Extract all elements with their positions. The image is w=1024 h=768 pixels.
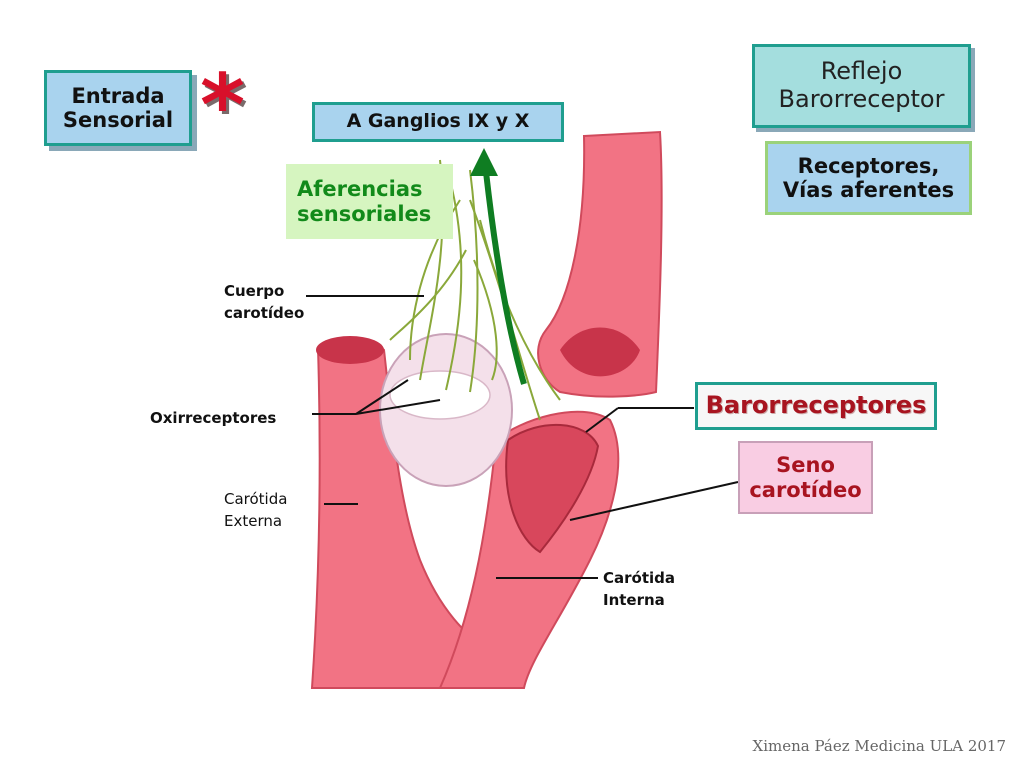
afferent-arrow [483,171,527,385]
leader-lines [306,295,739,579]
asterisk-mark: * [200,56,245,156]
afferent-arrow-head [470,148,498,176]
label-carotida-externa: Carótida Externa [224,488,287,532]
upper-artery-lumen [560,327,640,377]
seno-carotideo-box: Seno carotídeo [738,441,873,514]
entrada-line-1: Entrada [71,83,165,108]
seno-line-2: carotídeo [749,477,862,502]
seno-line-1: Seno [776,453,835,478]
carotid-sinus [505,423,600,554]
receptores-line-1: Receptores, [797,153,940,178]
ganglios-box: A Ganglios IX y X [312,102,564,142]
reflejo-line-1: Reflejo [820,57,903,86]
entrada-sensorial-box: Entrada Sensorial [44,70,192,146]
externa-line-1: Carótida [224,490,288,508]
cuerpo-line-2: carotídeo [224,304,305,322]
reflejo-title-box: Reflejo Barorreceptor [752,44,971,128]
aferencias-line-2: sensoriales [297,201,432,226]
label-carotida-interna: Carótida Interna [603,567,675,611]
receptores-line-2: Vías aferentes [782,178,955,202]
credit-footer: Ximena Páez Medicina ULA 2017 [752,737,1006,755]
entrada-line-2: Sensorial [62,108,174,132]
receptores-box: Receptores, Vías aferentes [765,141,972,215]
interna-line-2: Interna [603,591,665,609]
carotid-body-core [389,370,491,420]
cuerpo-line-1: Cuerpo [224,282,285,300]
aferencias-line-1: Aferencias [297,177,423,202]
reflejo-line-2: Barorreceptor [778,85,945,113]
label-cuerpo-carotideo: Cuerpo carotídeo [224,280,304,324]
external-carotid-opening [316,336,384,364]
upper-artery [537,130,663,398]
barorreceptores-box: Barorreceptores [695,382,937,430]
interna-line-1: Carótida [603,569,676,587]
label-oxirreceptores: Oxirreceptores [150,409,277,427]
externa-line-2: Externa [224,512,283,530]
aferencias-box: Aferencias sensoriales [286,164,453,239]
